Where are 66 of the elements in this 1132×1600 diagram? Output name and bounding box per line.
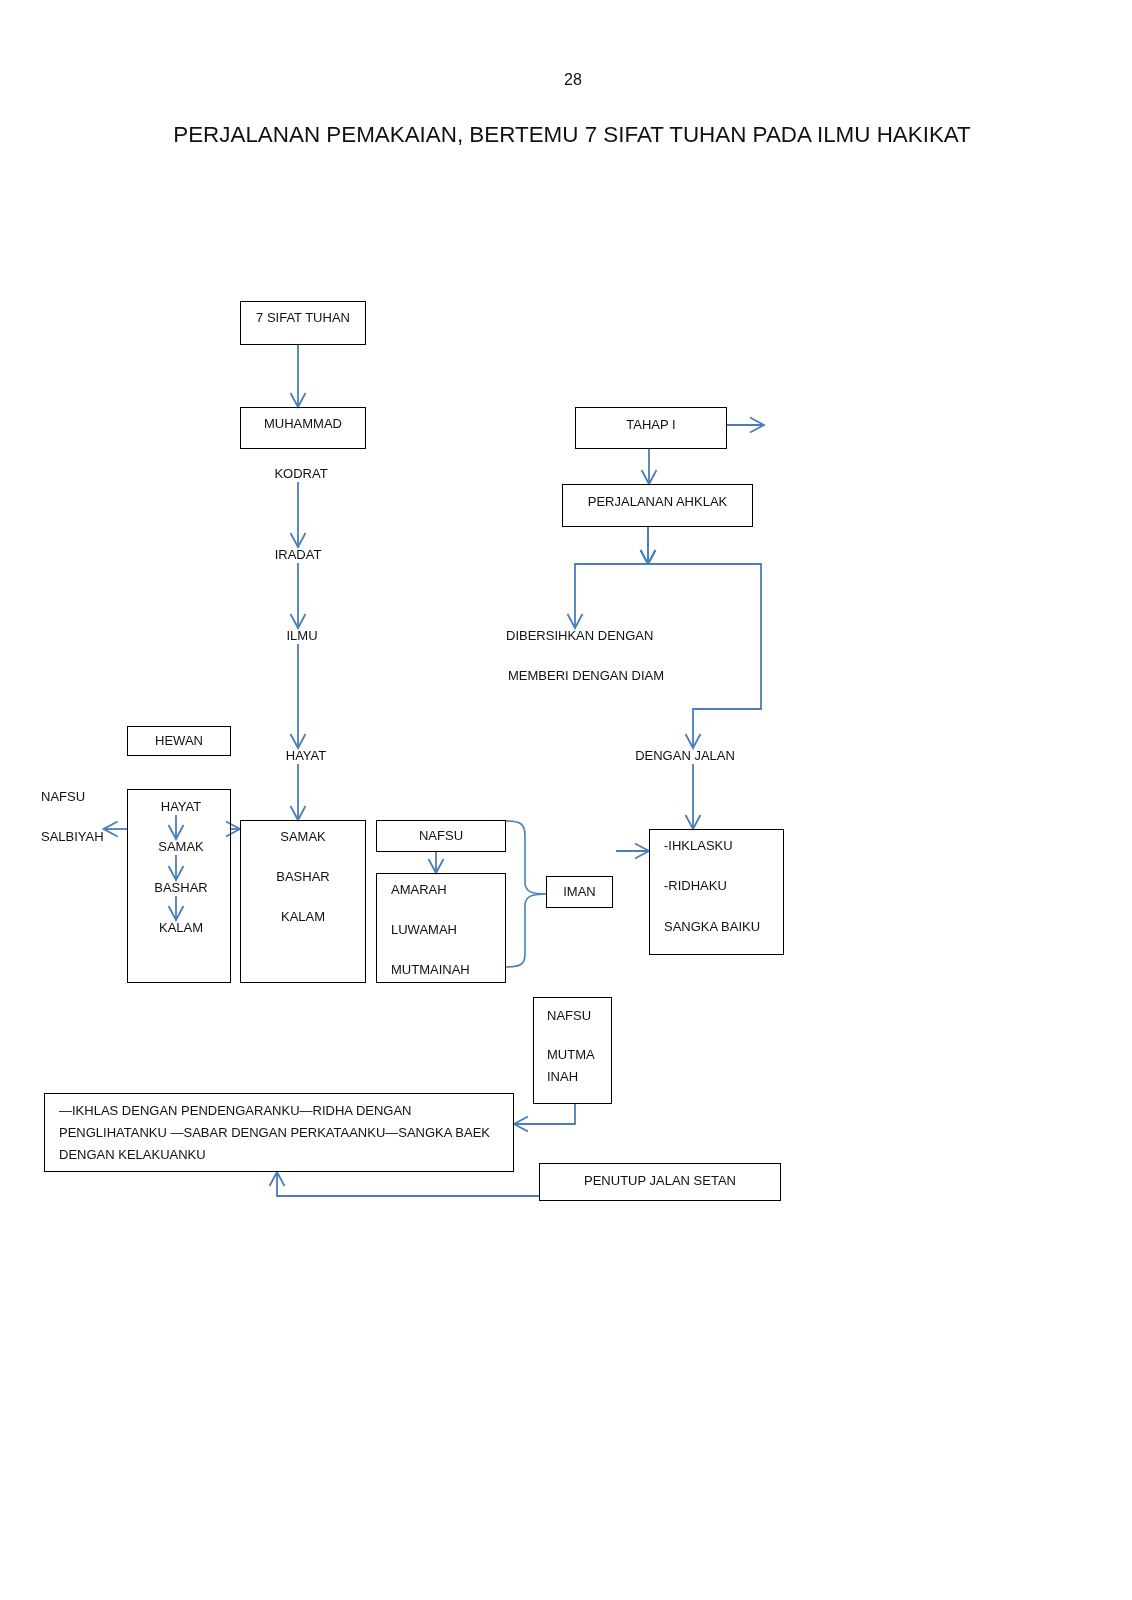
process-box — [127, 726, 231, 756]
step-label: -IHKLASKU — [664, 838, 733, 854]
flow-label: MEMBERI DENGAN DIAM — [508, 668, 664, 684]
step-label: -RIDHAKU — [664, 878, 727, 894]
process-box — [240, 820, 366, 983]
process-box — [649, 829, 784, 955]
step-label: PENUTUP JALAN SETAN — [584, 1173, 736, 1189]
arrow — [639, 526, 762, 749]
arrow — [289, 481, 307, 548]
page-number: 28 — [564, 71, 582, 89]
step-label: HEWAN — [155, 733, 203, 749]
arrow — [427, 851, 445, 874]
arrow — [684, 763, 702, 830]
step-label: —IKHLAS DENGAN PENDENGARANKU—RIDHA DENGAN PENGLIHATANKU —SABAR DENGAN PERKATAANKU—SANGKA BAEK DENGAN KELAKUANKU — [59, 1102, 492, 1164]
step-label: MUTMAINAH — [391, 962, 470, 978]
step-label: NAFSU — [418, 828, 464, 844]
arrow — [726, 416, 765, 434]
step-label: KALAM — [280, 909, 326, 925]
process-box — [539, 1163, 781, 1201]
step-label: MUHAMMAD — [264, 416, 342, 432]
arrow — [289, 643, 307, 749]
flow-label: HAYAT — [285, 748, 327, 764]
process-box — [127, 789, 231, 983]
flow-label: ILMU — [286, 628, 318, 644]
step-label: SANGKA BAIKU — [664, 919, 761, 935]
flow-label: KODRAT — [274, 466, 328, 482]
process-box — [546, 876, 613, 908]
arrow — [167, 814, 185, 840]
flow-label: DIBERSIHKAN DENGAN — [506, 628, 654, 644]
process-box — [240, 407, 366, 449]
arrow — [102, 820, 128, 838]
process-box — [376, 873, 506, 983]
step-label: BASHAR — [276, 869, 330, 885]
flow-label: BASHAR — [154, 880, 208, 896]
arrow — [513, 1103, 576, 1133]
step-label: SAMAK — [280, 829, 326, 845]
arrow — [289, 763, 307, 821]
step-label: 7 SIFAT TUHAN — [256, 310, 350, 326]
arrow — [289, 562, 307, 629]
arrow — [167, 854, 185, 881]
flow-label: HAYAT — [160, 799, 202, 815]
flow-label: KALAM — [158, 920, 204, 936]
page-title: PERJALANAN PEMAKAIAN, BERTEMU 7 SIFAT TUHAN PADA ILMU HAKIKAT — [173, 122, 971, 148]
process-box — [575, 407, 727, 449]
arrow — [225, 820, 241, 838]
step-label: MUTMA INAH — [547, 1046, 594, 1086]
step-label: IMAN — [563, 884, 596, 900]
arrow — [640, 448, 658, 485]
process-box — [533, 997, 612, 1104]
flow-label: IRADAT — [274, 547, 322, 563]
arrow — [268, 1171, 540, 1197]
step-label: AMARAH — [391, 882, 447, 898]
flow-label: NAFSU SALBIYAH — [41, 777, 104, 857]
arrow — [289, 344, 307, 408]
step-label: TAHAP I — [626, 417, 676, 433]
flow-label: DENGAN JALAN — [635, 748, 735, 764]
step-label: PERJALANAN AHKLAK — [587, 494, 728, 510]
arrow — [167, 895, 185, 921]
step-label: NAFSU — [547, 1008, 592, 1024]
process-box — [44, 1093, 514, 1172]
flow-label: SAMAK — [158, 839, 204, 855]
process-box — [376, 820, 506, 852]
process-box — [562, 484, 753, 527]
step-label: LUWAMAH — [391, 922, 457, 938]
arrow — [615, 842, 650, 860]
process-box — [240, 301, 366, 345]
